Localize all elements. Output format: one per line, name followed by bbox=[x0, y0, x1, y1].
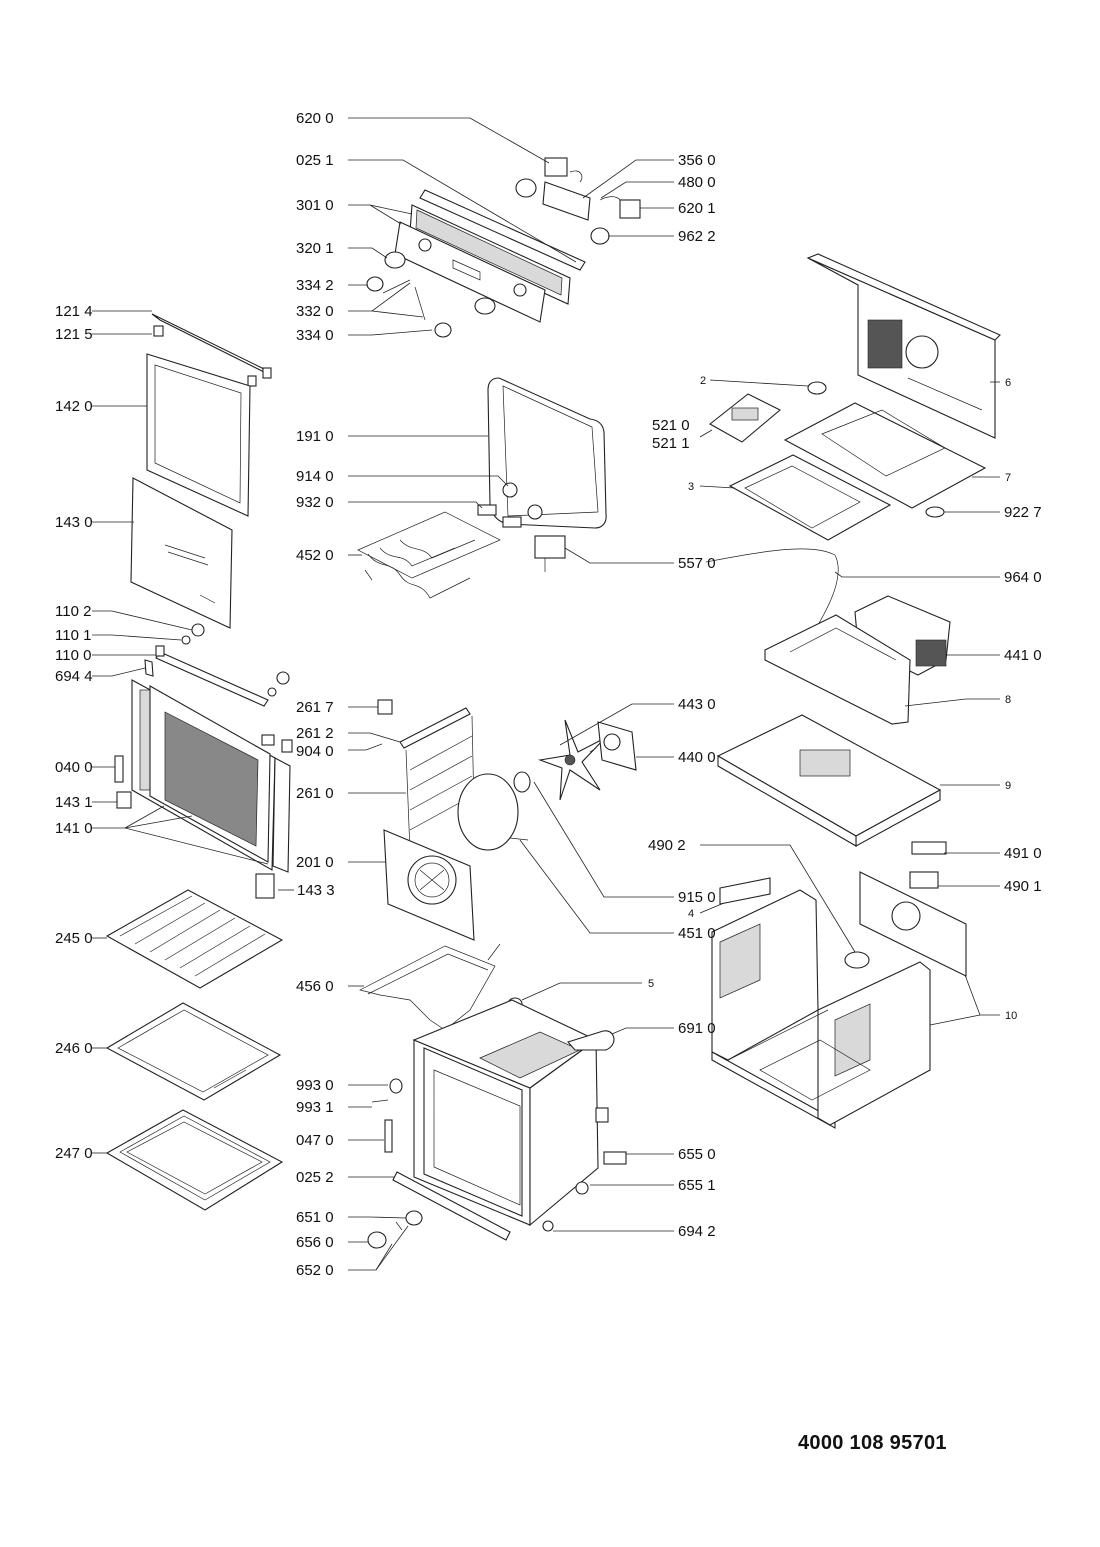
leader-lines bbox=[92, 117, 1000, 1271]
label-110-0: 110 0 bbox=[55, 647, 91, 664]
label-025-2: 025 2 bbox=[296, 1169, 334, 1186]
label-334-2: 334 2 bbox=[296, 277, 334, 294]
label-143-3: 143 3 bbox=[297, 882, 335, 899]
label-993-1: 993 1 bbox=[296, 1099, 334, 1116]
label-651-0: 651 0 bbox=[296, 1209, 334, 1226]
label-5: 5 bbox=[648, 978, 654, 990]
door-assembly bbox=[114, 313, 293, 899]
label-904-0: 904 0 bbox=[296, 743, 334, 760]
label-261-2: 261 2 bbox=[296, 725, 334, 742]
label-557-0: 557 0 bbox=[678, 555, 716, 572]
label-142-0: 142 0 bbox=[55, 398, 93, 415]
label-932-0: 932 0 bbox=[296, 494, 334, 511]
label-691-0: 691 0 bbox=[678, 1020, 716, 1037]
label-914-0: 914 0 bbox=[296, 468, 334, 485]
label-694-4: 694 4 bbox=[55, 668, 93, 685]
label-320-1: 320 1 bbox=[296, 240, 334, 257]
label-334-0: 334 0 bbox=[296, 327, 334, 344]
label-8: 8 bbox=[1005, 694, 1011, 706]
label-245-0: 245 0 bbox=[55, 930, 93, 947]
label-110-2: 110 2 bbox=[55, 603, 91, 620]
label-451-0: 451 0 bbox=[678, 925, 716, 942]
label-3: 3 bbox=[688, 481, 694, 493]
label-2: 2 bbox=[700, 375, 706, 387]
label-201-0: 201 0 bbox=[296, 854, 334, 871]
label-332-0: 332 0 bbox=[296, 303, 334, 320]
label-247-0: 247 0 bbox=[55, 1145, 93, 1162]
label-441-0: 441 0 bbox=[1004, 647, 1042, 664]
label-10: 10 bbox=[1005, 1010, 1017, 1022]
label-490-1: 490 1 bbox=[1004, 878, 1042, 895]
label-915-0: 915 0 bbox=[678, 889, 716, 906]
label-121-4: 121 4 bbox=[55, 303, 93, 320]
label-7: 7 bbox=[1005, 472, 1011, 484]
label-025-1: 025 1 bbox=[296, 152, 334, 169]
label-047-0: 047 0 bbox=[296, 1132, 334, 1149]
label-110-1: 110 1 bbox=[55, 627, 91, 644]
label-9: 9 bbox=[1005, 780, 1011, 792]
label-191-0: 191 0 bbox=[296, 428, 334, 445]
label-694-2: 694 2 bbox=[678, 1223, 716, 1240]
label-962-2: 962 2 bbox=[678, 228, 716, 245]
label-655-0: 655 0 bbox=[678, 1146, 716, 1163]
fan-cavity-parts bbox=[359, 699, 637, 1031]
label-490-2: 490 2 bbox=[648, 837, 686, 854]
label-521-1: 521 1 bbox=[652, 435, 690, 452]
part-labels: 620 0 025 1 301 0 320 1 334 2 332 0 334 … bbox=[55, 110, 1042, 1279]
label-922-7: 922 7 bbox=[1004, 504, 1042, 521]
label-261-7: 261 7 bbox=[296, 699, 334, 716]
label-652-0: 652 0 bbox=[296, 1262, 334, 1279]
label-993-0: 993 0 bbox=[296, 1077, 334, 1094]
label-443-0: 443 0 bbox=[678, 696, 716, 713]
label-301-0: 301 0 bbox=[296, 197, 334, 214]
label-964-0: 964 0 bbox=[1004, 569, 1042, 586]
label-141-0: 141 0 bbox=[55, 820, 93, 837]
label-656-0: 656 0 bbox=[296, 1234, 334, 1251]
label-040-0: 040 0 bbox=[55, 759, 93, 776]
label-6: 6 bbox=[1005, 377, 1011, 389]
control-panel-assembly bbox=[366, 157, 641, 338]
oven-seal-and-element bbox=[357, 377, 607, 599]
label-491-0: 491 0 bbox=[1004, 845, 1042, 862]
document-number: 4000 108 95701 bbox=[798, 1432, 947, 1454]
label-456-0: 456 0 bbox=[296, 978, 334, 995]
label-655-1: 655 1 bbox=[678, 1177, 716, 1194]
label-452-0: 452 0 bbox=[296, 547, 334, 564]
label-620-0: 620 0 bbox=[296, 110, 334, 127]
label-356-0: 356 0 bbox=[678, 152, 716, 169]
oven-racks bbox=[105, 889, 284, 1211]
label-440-0: 440 0 bbox=[678, 749, 716, 766]
label-143-1: 143 1 bbox=[55, 794, 93, 811]
label-620-1: 620 1 bbox=[678, 200, 716, 217]
label-246-0: 246 0 bbox=[55, 1040, 93, 1057]
label-121-5: 121 5 bbox=[55, 326, 93, 343]
label-480-0: 480 0 bbox=[678, 174, 716, 191]
oven-cavity bbox=[367, 999, 627, 1249]
label-143-0: 143 0 bbox=[55, 514, 93, 531]
housing-assembly bbox=[705, 253, 1001, 1129]
label-521-0: 521 0 bbox=[652, 417, 690, 434]
label-4: 4 bbox=[688, 908, 694, 920]
label-261-0: 261 0 bbox=[296, 785, 334, 802]
